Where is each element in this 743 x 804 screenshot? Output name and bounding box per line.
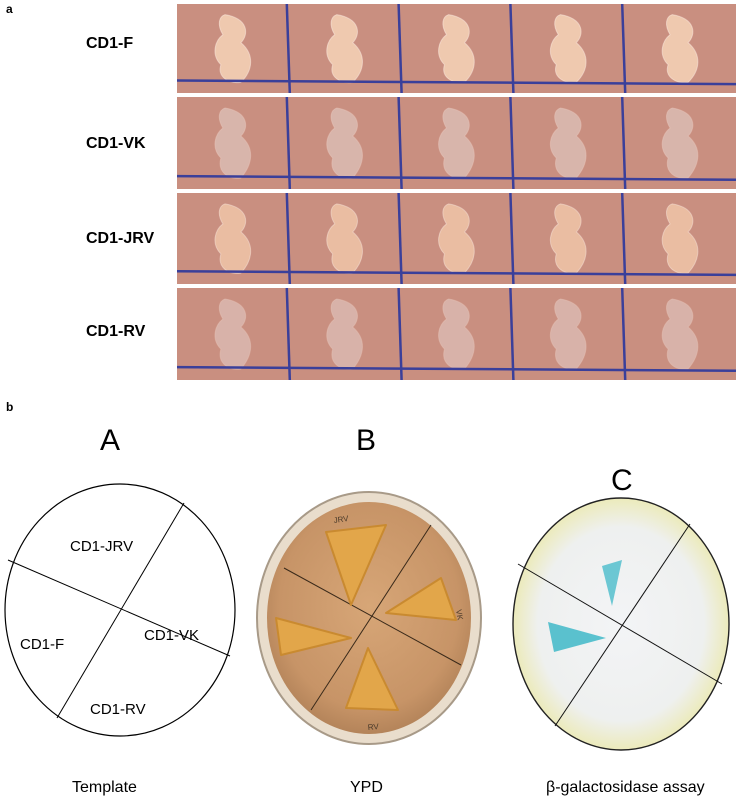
- plate-strip-cd1-jrv: [177, 193, 736, 284]
- caption-ypd: YPD: [350, 779, 383, 796]
- grid-line: [285, 4, 292, 93]
- grid-line: [177, 365, 736, 373]
- colony-patch: [214, 203, 252, 274]
- plate-letter-a: A: [100, 424, 121, 457]
- ypd-plate: JRV VK RV: [256, 491, 482, 745]
- template-divider: [56, 502, 185, 719]
- grid-line: [509, 288, 515, 380]
- grid-line: [397, 288, 403, 380]
- colony-patch: [438, 14, 475, 84]
- grid-line: [509, 97, 515, 189]
- row-label-cd1-jrv: CD1-JRV: [86, 230, 155, 247]
- colony-patch: [549, 203, 587, 274]
- colony-patch: [549, 14, 587, 84]
- colony-patch: [661, 107, 699, 179]
- colony-patch: [326, 298, 363, 370]
- grid-line: [620, 4, 627, 93]
- panel-letter-a: a: [6, 2, 13, 16]
- plate-filter: [512, 497, 730, 751]
- lid-label-jrv: JRV: [333, 514, 350, 525]
- plate-letter-b: B: [356, 424, 377, 457]
- colony-patch: [326, 107, 363, 179]
- plate-strip-svg: [177, 4, 736, 93]
- grid-line: [397, 193, 403, 284]
- plate-divider: [283, 567, 462, 666]
- blue-colony-f: [548, 622, 606, 652]
- caption-template: Template: [72, 779, 137, 796]
- row-label-cd1-f: CD1-F: [86, 35, 134, 52]
- template-diagram: CD1-JRV CD1-F CD1-VK CD1-RV: [4, 483, 236, 737]
- colony-patch: [326, 203, 363, 274]
- panel-letter-b: b: [6, 400, 14, 414]
- grid-line: [285, 288, 292, 380]
- caption-beta-gal: β-galactosidase assay: [546, 779, 705, 796]
- row-label-cd1-rv: CD1-RV: [86, 323, 146, 340]
- grid-line: [177, 174, 736, 182]
- colony-patch: [326, 14, 363, 84]
- colony-patch: [214, 107, 252, 179]
- colony-right: [385, 577, 457, 621]
- plate-strip-svg: [177, 97, 736, 189]
- plate-divider: [310, 524, 432, 711]
- beta-gal-plate: [512, 497, 730, 751]
- grid-line: [177, 270, 736, 277]
- colony-bottom: [345, 647, 399, 711]
- lid-label-rv: RV: [367, 722, 379, 732]
- grid-line: [509, 193, 515, 284]
- colony-patch: [438, 107, 475, 179]
- plate-divider: [517, 563, 723, 685]
- colony-top: [325, 524, 387, 606]
- grid-line: [397, 97, 403, 189]
- grid-line: [285, 97, 292, 189]
- colony-patch: [214, 14, 252, 84]
- row-label-cd1-vk: CD1-VK: [86, 135, 146, 152]
- template-label-cd1-f: CD1-F: [20, 636, 64, 653]
- grid-line: [620, 288, 627, 380]
- colony-patch: [438, 298, 475, 370]
- grid-line: [620, 193, 627, 284]
- grid-line: [509, 4, 515, 93]
- colony-left: [275, 617, 352, 656]
- template-outline: [4, 483, 236, 737]
- colony-patch: [661, 14, 699, 84]
- colony-patch: [549, 107, 587, 179]
- grid-line: [177, 79, 736, 86]
- template-divider: [7, 559, 231, 657]
- grid-line: [397, 4, 403, 93]
- blue-colony-jrv: [602, 560, 622, 606]
- plate-strip-svg: [177, 193, 736, 284]
- template-label-cd1-jrv: CD1-JRV: [70, 538, 133, 555]
- lid-label-vk: VK: [454, 609, 465, 622]
- colony-patch: [549, 298, 587, 370]
- colony-patch: [438, 203, 475, 274]
- template-label-cd1-rv: CD1-RV: [90, 701, 146, 718]
- template-label-cd1-vk: CD1-VK: [144, 627, 199, 644]
- plate-strip-cd1-vk: [177, 97, 736, 189]
- plate-letter-c: C: [611, 464, 633, 497]
- plate-strip-svg: [177, 288, 736, 380]
- plate-agar: [267, 502, 471, 734]
- plate-strip-cd1-rv: [177, 288, 736, 380]
- colony-patch: [214, 298, 252, 370]
- colony-patch: [661, 203, 699, 274]
- colony-patch: [661, 298, 699, 370]
- grid-line: [285, 193, 292, 284]
- plate-strip-cd1-f: [177, 4, 736, 93]
- grid-line: [620, 97, 627, 189]
